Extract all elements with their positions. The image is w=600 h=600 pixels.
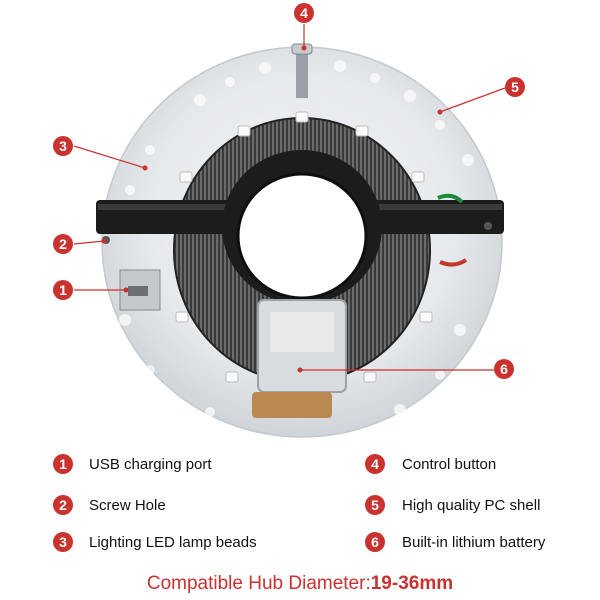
callout-5-badge: 5 [505,77,525,97]
legend-label-1: USB charging port [89,456,212,473]
callout-1-badge: 1 [53,280,73,300]
legend-label-3: Lighting LED lamp beads [89,534,257,551]
battery-contacts [252,392,332,418]
leader-3 [73,145,146,169]
leader-5 [439,87,506,113]
callout-6-badge: 6 [494,359,514,379]
hub-hole [236,172,368,300]
legend-label-4: Control button [402,456,497,473]
legend-label-5: High quality PC shell [402,497,541,514]
legend-badge-6: 6 [365,532,385,552]
hub-diameter-caption: Compatible Hub Diameter:19-36mm [0,573,600,595]
shell-facets [119,60,474,417]
callout-3-badge: 3 [53,136,73,156]
legend-label-6: Built-in lithium battery [402,534,546,551]
callout-2-badge: 2 [53,234,73,254]
legend-badge-3: 3 [53,532,73,552]
legend-label-2: Screw Hole [89,497,166,514]
caption-value: 19-36mm [370,573,454,594]
screw-hole-right [484,222,492,230]
legend-badge-4: 4 [365,454,385,474]
legend-badge-2: 2 [53,495,73,515]
caption-prefix: Compatible Hub Diameter: [146,573,371,594]
control-button-post [296,48,308,98]
leader-2 [73,240,105,245]
legend-badge-1: 1 [53,454,73,474]
callout-4-badge: 4 [294,3,314,23]
legend-badge-5: 5 [365,495,385,515]
led-beads [175,111,433,383]
